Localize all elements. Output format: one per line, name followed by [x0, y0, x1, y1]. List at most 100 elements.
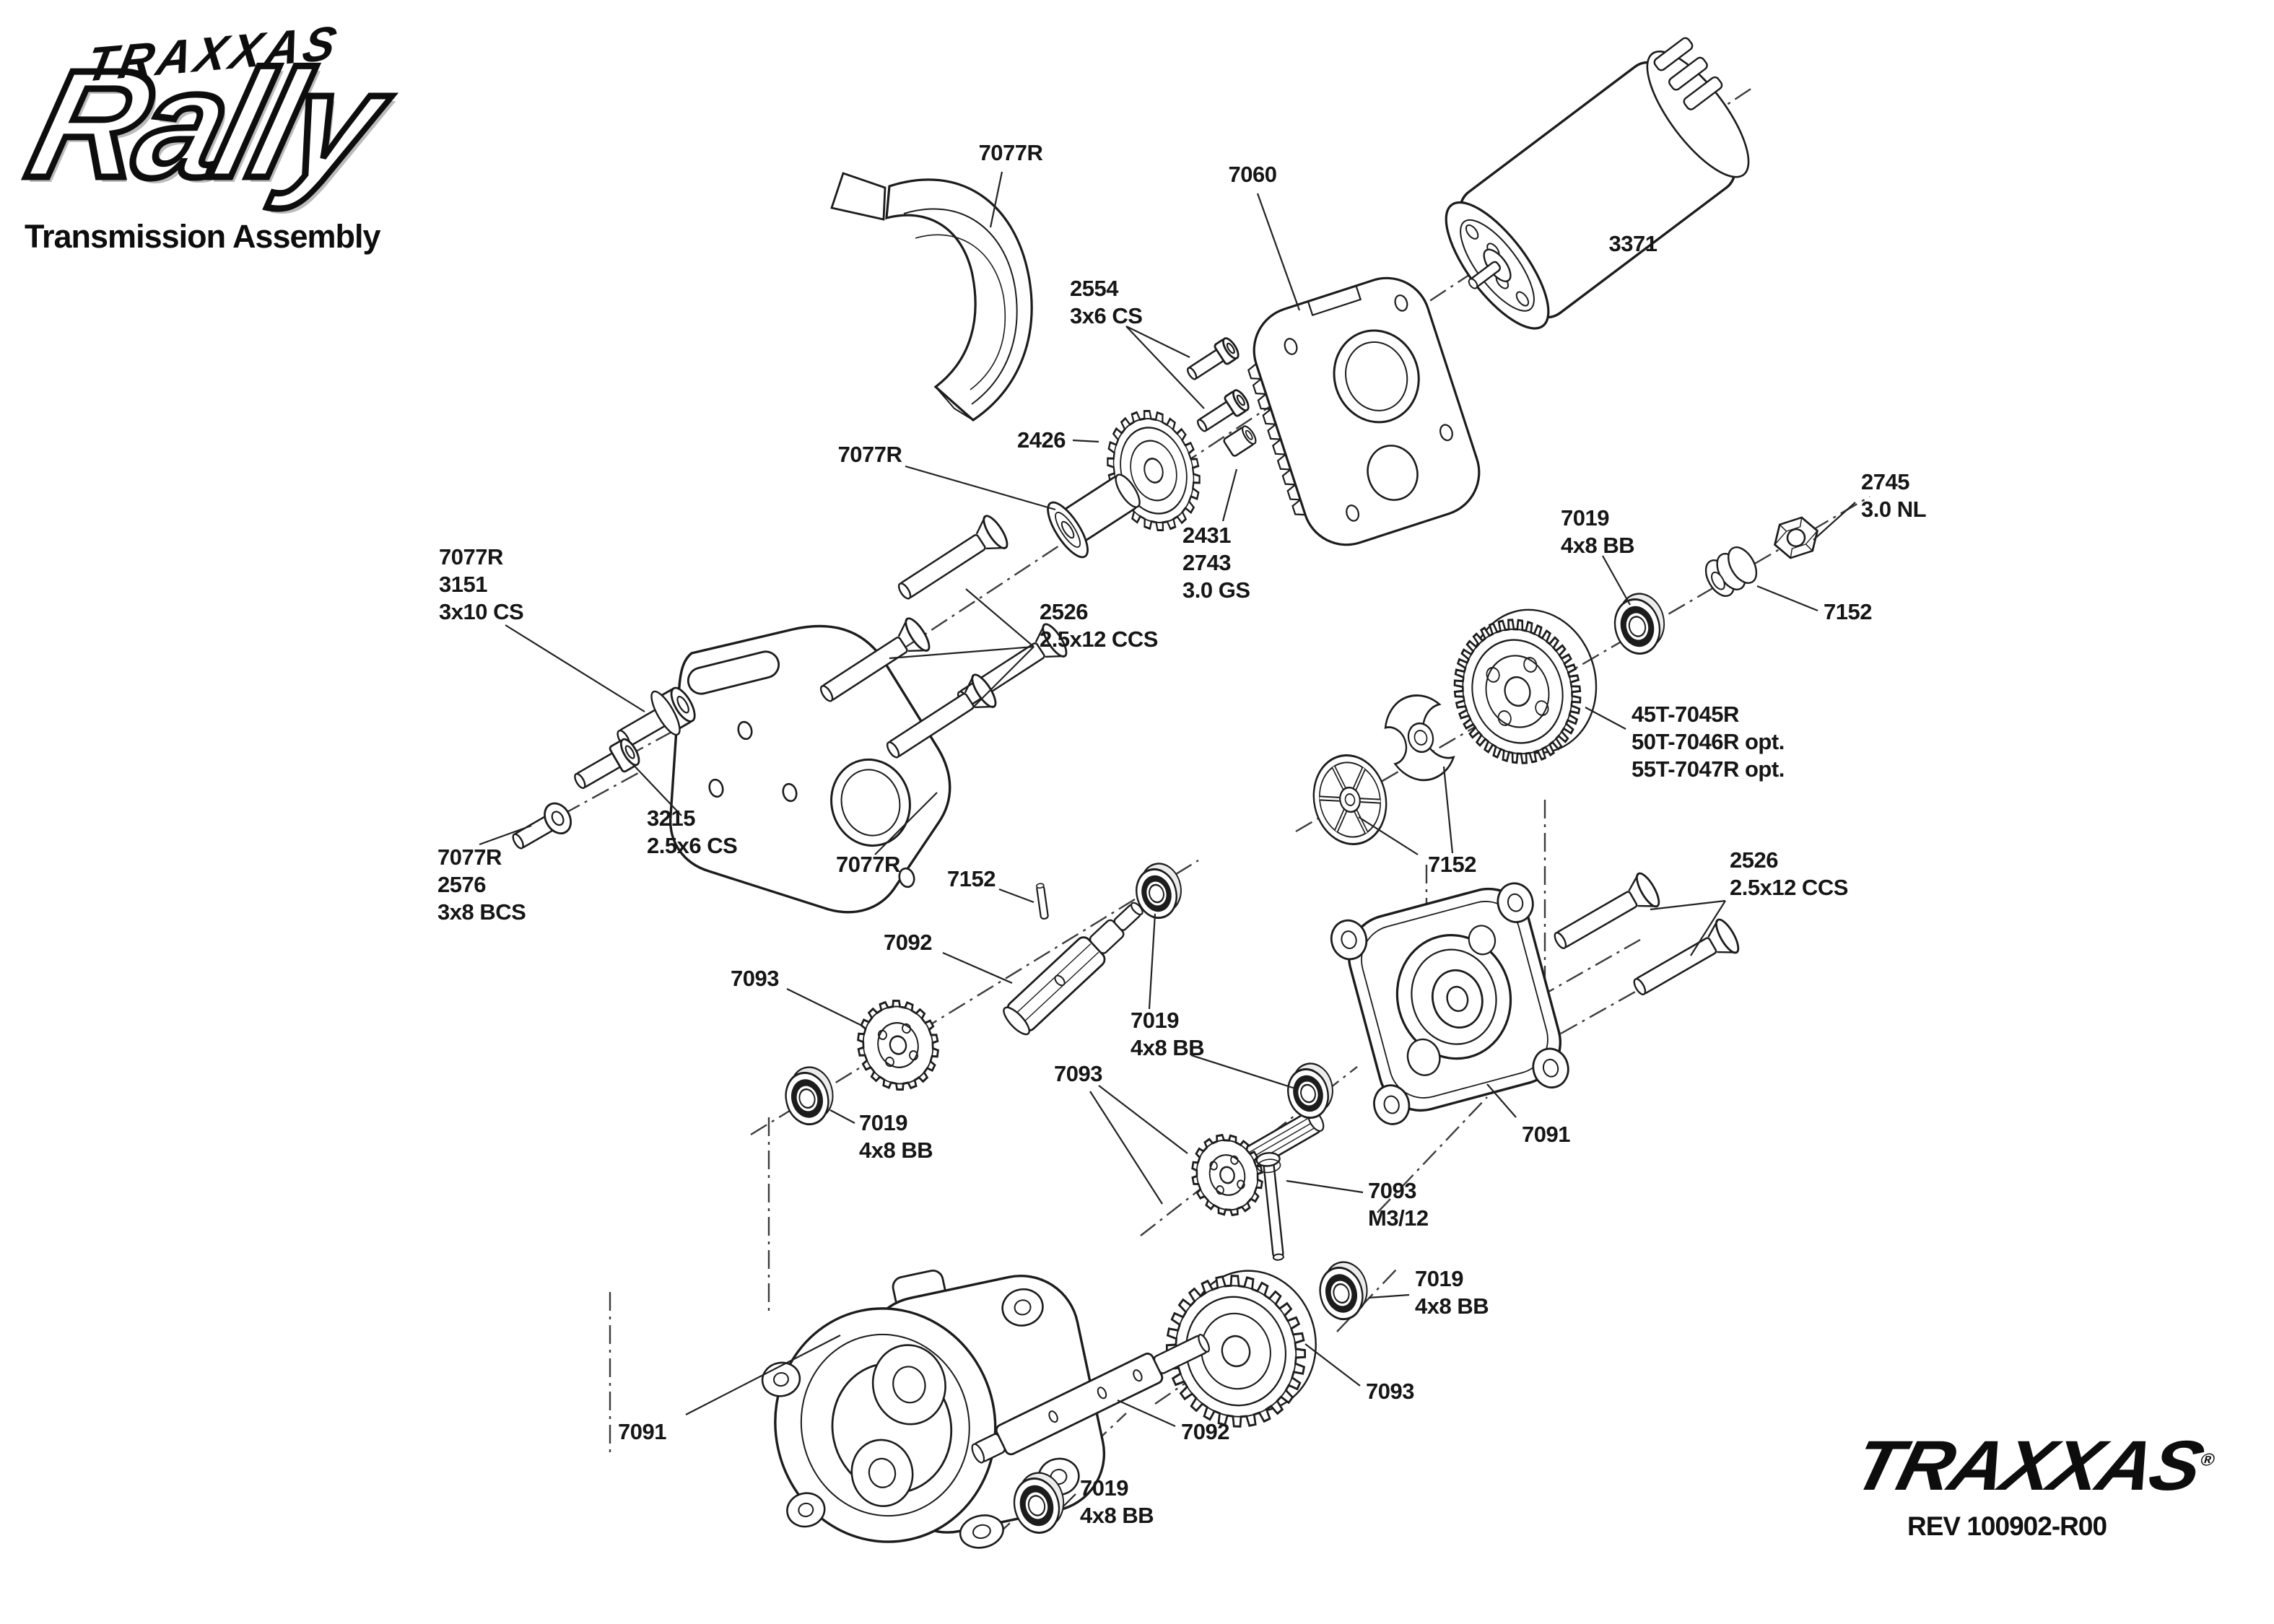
- leader-screws-2526-left-1: [965, 588, 1034, 647]
- revision-text: REV 100902-R00: [1907, 1511, 2107, 1541]
- axis-line-7: [1336, 1268, 1398, 1332]
- axis-line-9: [1479, 938, 1641, 1032]
- part-bearing-7019-c2: [1287, 1062, 1333, 1119]
- leader-bearing-7019-left-1: [829, 1109, 855, 1124]
- leader-bearings-7019-center-2: [1190, 1054, 1296, 1090]
- leader-plate-7077r-1: [874, 792, 938, 855]
- part-input-shaft-7092: [1003, 902, 1143, 1036]
- part-top-shaft-7077R: [1047, 473, 1141, 559]
- part-screw-3151: [617, 686, 696, 748]
- part-spur-gear-45T: [1453, 608, 1598, 764]
- leader-screw-3151-1: [505, 624, 645, 712]
- part-label-pinion-2426: 2426: [1017, 427, 1066, 453]
- leader-mount-7060-1: [1256, 193, 1301, 311]
- part-label-housing-right-7091: 7091: [1522, 1122, 1570, 1147]
- part-label-spring-7152: 7152: [1824, 599, 1872, 624]
- part-gear-7093-big: [1165, 1270, 1317, 1428]
- part-label-gear-7093-first: 7093: [731, 966, 779, 991]
- leader-topshaft-7077r-1: [905, 465, 1056, 511]
- axis-line-3: [750, 859, 1199, 1136]
- part-slipper-spring-7152: [1704, 546, 1758, 597]
- leader-screws-2526-left-3: [970, 646, 1034, 711]
- part-screw-2576: [512, 802, 572, 850]
- part-gear-7093-first: [857, 999, 939, 1091]
- part-motor-plate-7077R: [669, 624, 951, 914]
- leader-screws-2554-1: [1125, 326, 1190, 358]
- leader-gear-7093-first-1: [786, 988, 861, 1026]
- leader-screws-2526-right-1: [1650, 899, 1726, 911]
- part-bearing-7019-left: [785, 1066, 834, 1126]
- leader-bearings-7019-center-1: [1148, 913, 1156, 1010]
- part-gearbox-housing-right-7091: [1330, 882, 1569, 1125]
- leader-screws-2554-2: [1125, 326, 1205, 409]
- leader-screws-2526-right-2: [1690, 900, 1726, 956]
- part-label-idler-7093: 7093: [1054, 1061, 1102, 1086]
- part-gearbox-housing-left-7091: [761, 1270, 1106, 1549]
- part-label-topshaft-7077r: 7077R: [838, 442, 902, 467]
- part-bearing-7019-d: [1319, 1261, 1368, 1321]
- axis-line-8: [1377, 1096, 1488, 1213]
- leader-input-shaft-7092-1: [942, 951, 1013, 985]
- leader-screw-2576-1: [479, 824, 532, 846]
- leader-screw-3215-1: [627, 759, 682, 816]
- leader-nut-2745-1: [1813, 502, 1856, 541]
- leader-idler-7093-1: [1098, 1085, 1188, 1154]
- part-output-shaft-7092: [971, 1333, 1210, 1464]
- part-screw-7093-M3-12: [1255, 1152, 1284, 1261]
- axis-line-10: [1560, 980, 1654, 1035]
- leader-slipper-7152-2: [1442, 766, 1454, 854]
- leader-screw-m312-1: [1286, 1179, 1364, 1194]
- leader-bearing-7019-top-1: [1602, 555, 1631, 606]
- leader-output-shaft-7092-1: [1117, 1399, 1176, 1428]
- part-set-screw-2431: [1223, 425, 1257, 457]
- part-screws-2526-left: [819, 515, 1068, 759]
- part-label-output-shaft-7092: 7092: [1181, 1419, 1229, 1444]
- part-screws-2526-right: [1554, 872, 1740, 995]
- leader-bearing-7019-bottom-1: [1062, 1493, 1076, 1508]
- part-label-input-shaft-7092: 7092: [884, 930, 932, 955]
- leader-idler-7093-2: [1089, 1091, 1163, 1205]
- axis-line-5: [996, 1413, 1127, 1537]
- part-label-cover-7077r: 7077R: [979, 140, 1043, 165]
- part-slipper-pad-7152: [1384, 694, 1455, 782]
- axis-line-17: [562, 771, 640, 816]
- part-label-pin-7152: 7152: [947, 866, 996, 891]
- leader-screws-2526-left-2: [889, 645, 1034, 660]
- leader-spur-gear-1: [1585, 707, 1626, 730]
- leader-setscrew-2431-1: [1221, 468, 1238, 522]
- part-locknut-2745: [1773, 516, 1819, 559]
- traxxas-logo-text: TRAXXAS: [1845, 1426, 2210, 1506]
- part-label-mount-7060: 7060: [1229, 162, 1277, 187]
- parts: [512, 37, 1819, 1549]
- page-title: Transmission Assembly: [25, 218, 381, 255]
- leader-housing-right-7091-1: [1486, 1083, 1517, 1118]
- part-label-motor-3371: 3371: [1609, 231, 1657, 256]
- part-label-plate-7077r: 7077R: [836, 852, 900, 877]
- leader-cover-7077r-1: [989, 171, 1003, 228]
- axis-line-2: [1295, 495, 1870, 833]
- part-bearing-7019-e: [1013, 1472, 1065, 1534]
- part-screws-2554: [1186, 337, 1250, 432]
- traxxas-logo-bottom: TRAXXAS®: [1800, 1426, 2268, 1507]
- header-logo: Rally TRAXXAS Transmission Assembly: [12, 10, 635, 371]
- part-label-slipper-7152: 7152: [1428, 852, 1476, 877]
- leader-housing-left-7091-1: [685, 1335, 841, 1415]
- leader-slipper-7152-1: [1358, 816, 1419, 855]
